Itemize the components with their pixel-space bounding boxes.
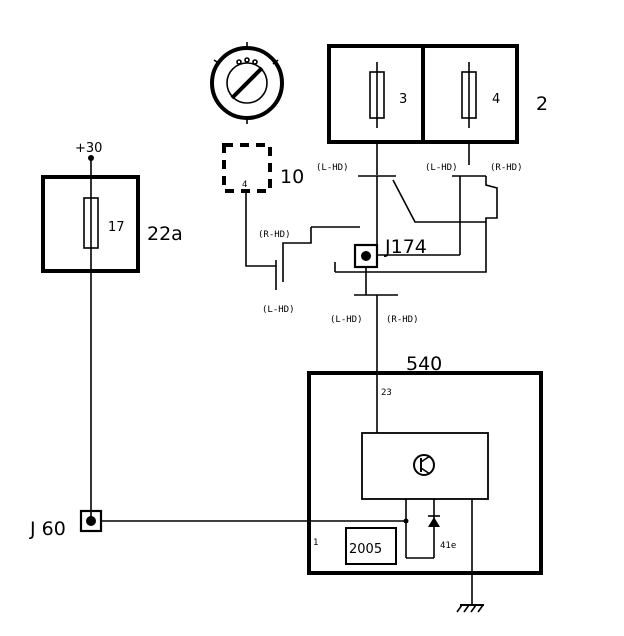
connector-j60: J 60	[29, 509, 103, 540]
supply-label: +30	[75, 141, 102, 156]
fuse-box-2: 3 4 2	[327, 44, 548, 144]
relay-10-label: 10	[280, 166, 304, 188]
fuse-4-label: 4	[492, 92, 500, 107]
diode-label: 41e	[440, 541, 456, 551]
diode-icon	[428, 515, 440, 527]
chip-2005-label: 2005	[349, 542, 382, 557]
relay-10-pin: 4	[242, 180, 247, 190]
connector-j174-label: J174	[384, 236, 427, 258]
wire-label-f4a: (L-HD)	[425, 163, 458, 173]
connector-j174: J174	[353, 236, 427, 269]
ecu-540-label: 540	[406, 353, 442, 375]
chip-2005	[345, 527, 397, 565]
ecu-540: 540 23 41e 2005 1	[307, 353, 543, 575]
ecu-pin-23: 23	[381, 388, 392, 398]
wire-label-f3: (L-HD)	[316, 163, 349, 173]
wire-label-relay: (R-HD)	[258, 230, 291, 240]
fuse-17-label: 17	[108, 220, 125, 235]
wire-label-left-lower: (L-HD)	[262, 305, 295, 315]
ground-icon	[456, 573, 484, 613]
ignition-switch-icon	[210, 42, 284, 124]
fuse-box-2-label: 2	[536, 93, 548, 115]
fuse-box-22a: 17 22a	[41, 175, 183, 273]
transistor-icon	[413, 454, 435, 476]
relay-10: 4 10	[222, 143, 304, 193]
wire-label-mid-lower-a: (L-HD)	[330, 315, 363, 325]
fuse-box-22a-label: 22a	[147, 223, 183, 245]
ecu-pin-1: 1	[313, 538, 318, 548]
fuse-3-label: 3	[399, 92, 407, 107]
wire-label-mid-lower-b: (R-HD)	[386, 315, 419, 325]
ecu-module-box	[361, 432, 489, 500]
connector-j60-label: J 60	[29, 518, 66, 540]
wire-label-f4b: (R-HD)	[490, 163, 523, 173]
